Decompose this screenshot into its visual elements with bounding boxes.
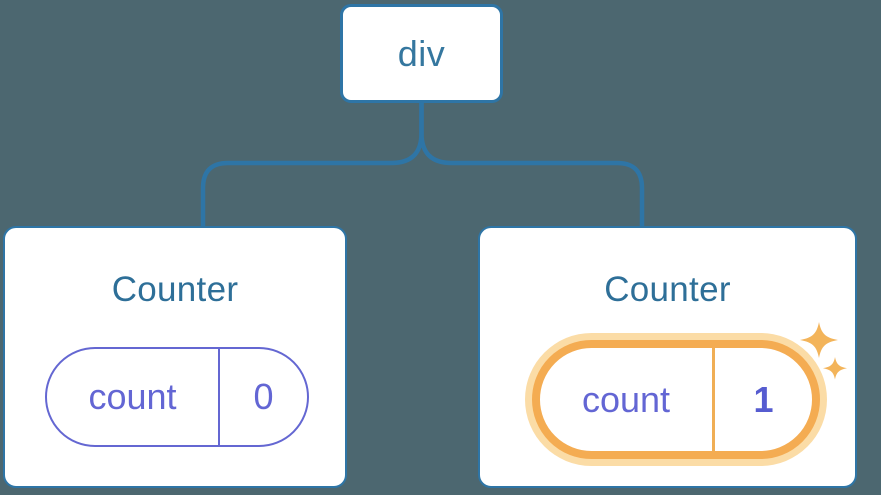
- pill-divider: [712, 348, 715, 451]
- state-key-label: count: [581, 378, 671, 420]
- root-node: div: [340, 4, 503, 103]
- state-pill-right-highlighted: count 1: [532, 340, 820, 459]
- counter-card-left-title: Counter: [111, 270, 239, 309]
- state-value: 1: [753, 378, 774, 420]
- state-value: 0: [253, 376, 274, 417]
- connector-root-to-right-child: [419, 102, 645, 227]
- pill-divider: [218, 349, 220, 445]
- counter-card-left: Counter count 0: [3, 226, 347, 488]
- counter-card-right-title: Counter: [604, 270, 731, 309]
- sparkle-large: [800, 322, 838, 358]
- counter-card-right: Counter count 1: [478, 226, 857, 488]
- connector-root-to-left-child: [200, 102, 424, 227]
- state-key-label: count: [88, 376, 177, 417]
- root-node-label: div: [397, 32, 446, 74]
- sparkle-small: [823, 357, 847, 380]
- state-pill-left: count 0: [45, 347, 309, 447]
- sparkles-icon: [800, 322, 847, 380]
